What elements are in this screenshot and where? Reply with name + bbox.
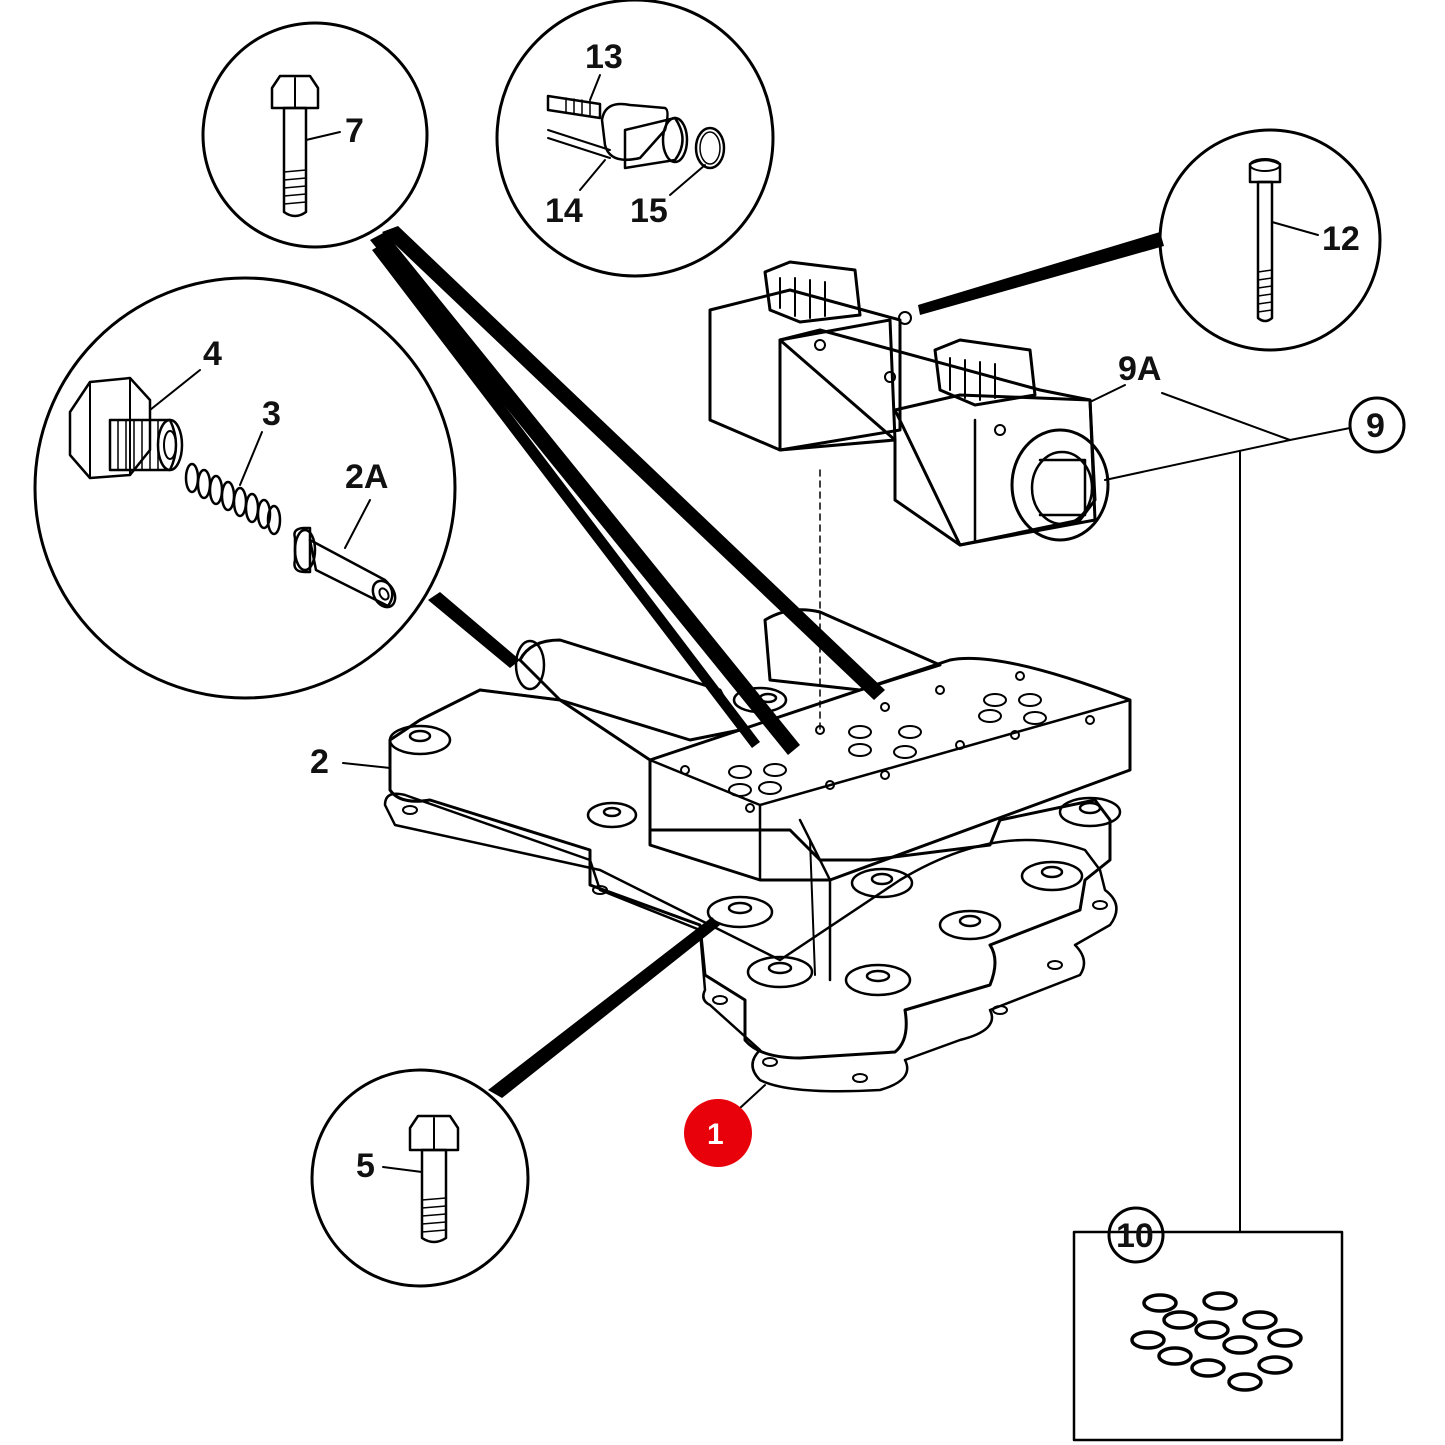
label-4: 4 [203, 335, 222, 373]
label-15: 15 [630, 192, 668, 230]
label-14: 14 [545, 192, 583, 230]
callout-gasket-1[interactable]: 1 [684, 1084, 766, 1167]
callout-bolt-5: 5 [310, 1068, 530, 1288]
label-1: 1 [707, 1118, 724, 1151]
label-3: 3 [262, 395, 281, 433]
label-9A: 9A [1118, 350, 1161, 388]
callout-seal-kit-10: 10 [1072, 1206, 1344, 1442]
callout-bolt-7: 7 [201, 21, 429, 249]
callout-solenoid-9-9A: 9A 9 [1089, 350, 1406, 1233]
callout-body-2: 2 [310, 743, 391, 781]
label-2: 2 [310, 743, 329, 781]
label-5: 5 [356, 1147, 375, 1185]
label-2A: 2A [345, 458, 388, 496]
label-7: 7 [345, 112, 364, 150]
solenoid-valve [708, 260, 1110, 547]
label-9: 9 [1366, 407, 1385, 445]
callout-relief-valve-4-3-2A: 4 3 2A [33, 276, 457, 700]
callout-screw-12: 12 [1158, 128, 1382, 352]
callout-connectors [370, 226, 1164, 1098]
callout-flange-13-14-15: 13 14 15 [495, 0, 775, 278]
highlight-marker[interactable] [684, 1099, 752, 1167]
label-10: 10 [1116, 1217, 1154, 1255]
valve-block-assembly [383, 469, 1132, 1093]
label-13: 13 [585, 38, 623, 76]
label-12: 12 [1322, 220, 1360, 258]
